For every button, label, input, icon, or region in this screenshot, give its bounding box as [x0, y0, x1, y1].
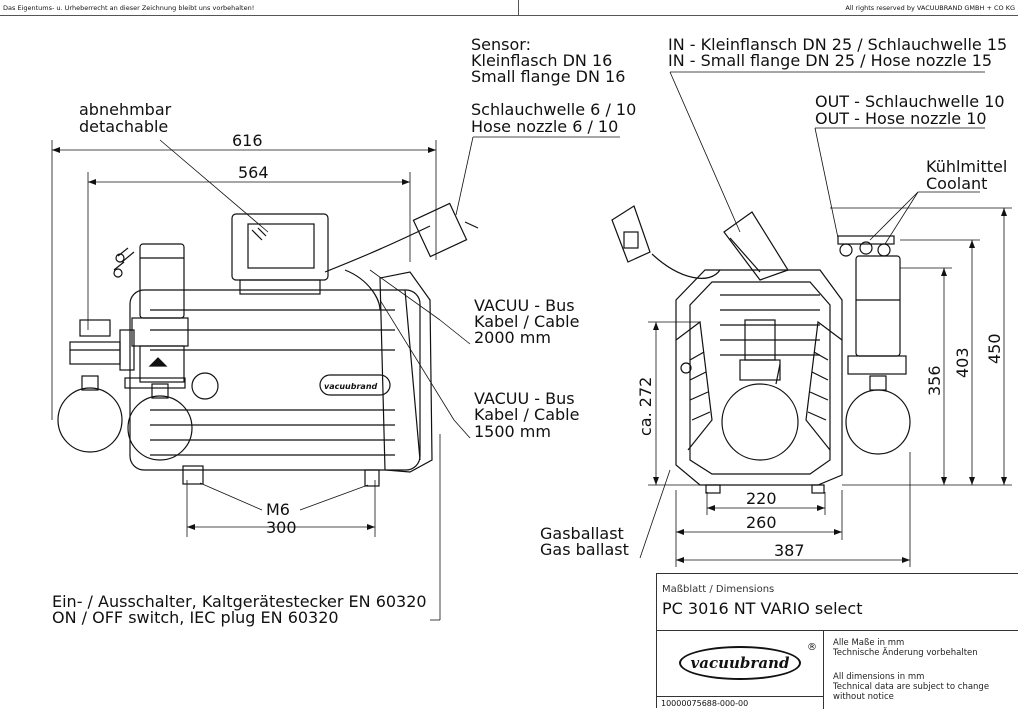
copyright-notice-de: Das Eigentums- u. Urheberrecht an dieser…	[0, 0, 519, 16]
registered-mark: ®	[807, 642, 817, 653]
dimension-356: 356	[925, 365, 944, 396]
title-block-subtitle: Maßblatt / Dimensions	[662, 584, 775, 595]
dimension-403: 403	[953, 347, 972, 378]
gas-ballast-label-de: Gasballast	[540, 524, 624, 543]
title-block: Maßblatt / Dimensions PC 3016 NT VARIO s…	[656, 573, 1018, 709]
in-label-de: IN - Kleinflansch DN 25 / Schlauchwelle …	[668, 35, 1007, 54]
note-de-changes: Technische Änderung vorbehalten	[833, 648, 978, 658]
hose-nozzle-label-de: Schlauchwelle 6 / 10	[471, 100, 636, 119]
dimension-616: 616	[232, 131, 263, 150]
bus-1500-label-3: 1500 mm	[474, 422, 551, 441]
pump-front-view	[57, 202, 479, 487]
bus-2000-label-1: VACUU - Bus	[474, 296, 575, 315]
coolant-label-de: Kühlmittel	[926, 157, 1007, 176]
gas-ballast-label-en: Gas ballast	[540, 540, 629, 559]
document-number: 10000075688-000-00	[661, 699, 749, 708]
drawing-title: PC 3016 NT VARIO select	[662, 599, 863, 618]
hose-nozzle-label-en: Hose nozzle 6 / 10	[471, 117, 618, 136]
dimension-450: 450	[985, 333, 1004, 364]
dimension-260: 260	[746, 513, 777, 532]
note-en-notice: without notice	[833, 692, 894, 702]
dimension-lines	[51, 71, 1012, 621]
bus-2000-label-3: 2000 mm	[474, 328, 551, 347]
bus-1500-label-2: Kabel / Cable	[474, 405, 579, 424]
dimension-387: 387	[774, 541, 805, 560]
title-block-column-divider	[823, 630, 824, 709]
vacuubrand-logo: vacuubrand	[679, 646, 801, 680]
out-label-en: OUT - Hose nozzle 10	[815, 109, 987, 128]
dimension-300: 300	[266, 518, 297, 537]
bus-1500-label-1: VACUU - Bus	[474, 389, 575, 408]
m6-label: M6	[266, 500, 290, 519]
switch-label-en: ON / OFF switch, IEC plug EN 60320	[52, 608, 339, 627]
switch-label-de: Ein- / Ausschalter, Kaltgerätestecker EN…	[52, 592, 427, 611]
pump-logo-text: vacuubrand	[324, 382, 378, 391]
pump-side-view	[611, 205, 911, 494]
detachable-label-de: abnehmbar	[79, 100, 172, 119]
title-block-number-divider	[657, 696, 823, 697]
dimension-220: 220	[746, 489, 777, 508]
note-en-units: All dimensions in mm	[833, 672, 925, 682]
title-block-divider	[657, 630, 1018, 631]
bus-2000-label-2: Kabel / Cable	[474, 312, 579, 331]
in-label-en: IN - Small flange DN 25 / Hose nozzle 15	[668, 51, 992, 70]
detachable-label-en: detachable	[79, 117, 168, 136]
note-de-units: Alle Maße in mm	[833, 638, 905, 648]
copyright-notice-en: All rights reserved by VACUUBRAND GMBH +…	[519, 0, 1018, 16]
sensor-label-1: Sensor:	[471, 35, 531, 54]
sensor-label-2: Kleinflasch DN 16	[471, 51, 612, 70]
note-en-changes: Technical data are subject to change	[833, 682, 990, 692]
coolant-label-en: Coolant	[926, 174, 987, 193]
out-label-de: OUT - Schlauchwelle 10	[815, 92, 1005, 111]
sensor-label-3: Small flange DN 16	[471, 67, 625, 86]
dimension-564: 564	[238, 163, 269, 182]
dimension-ca-272: ca. 272	[636, 377, 655, 436]
